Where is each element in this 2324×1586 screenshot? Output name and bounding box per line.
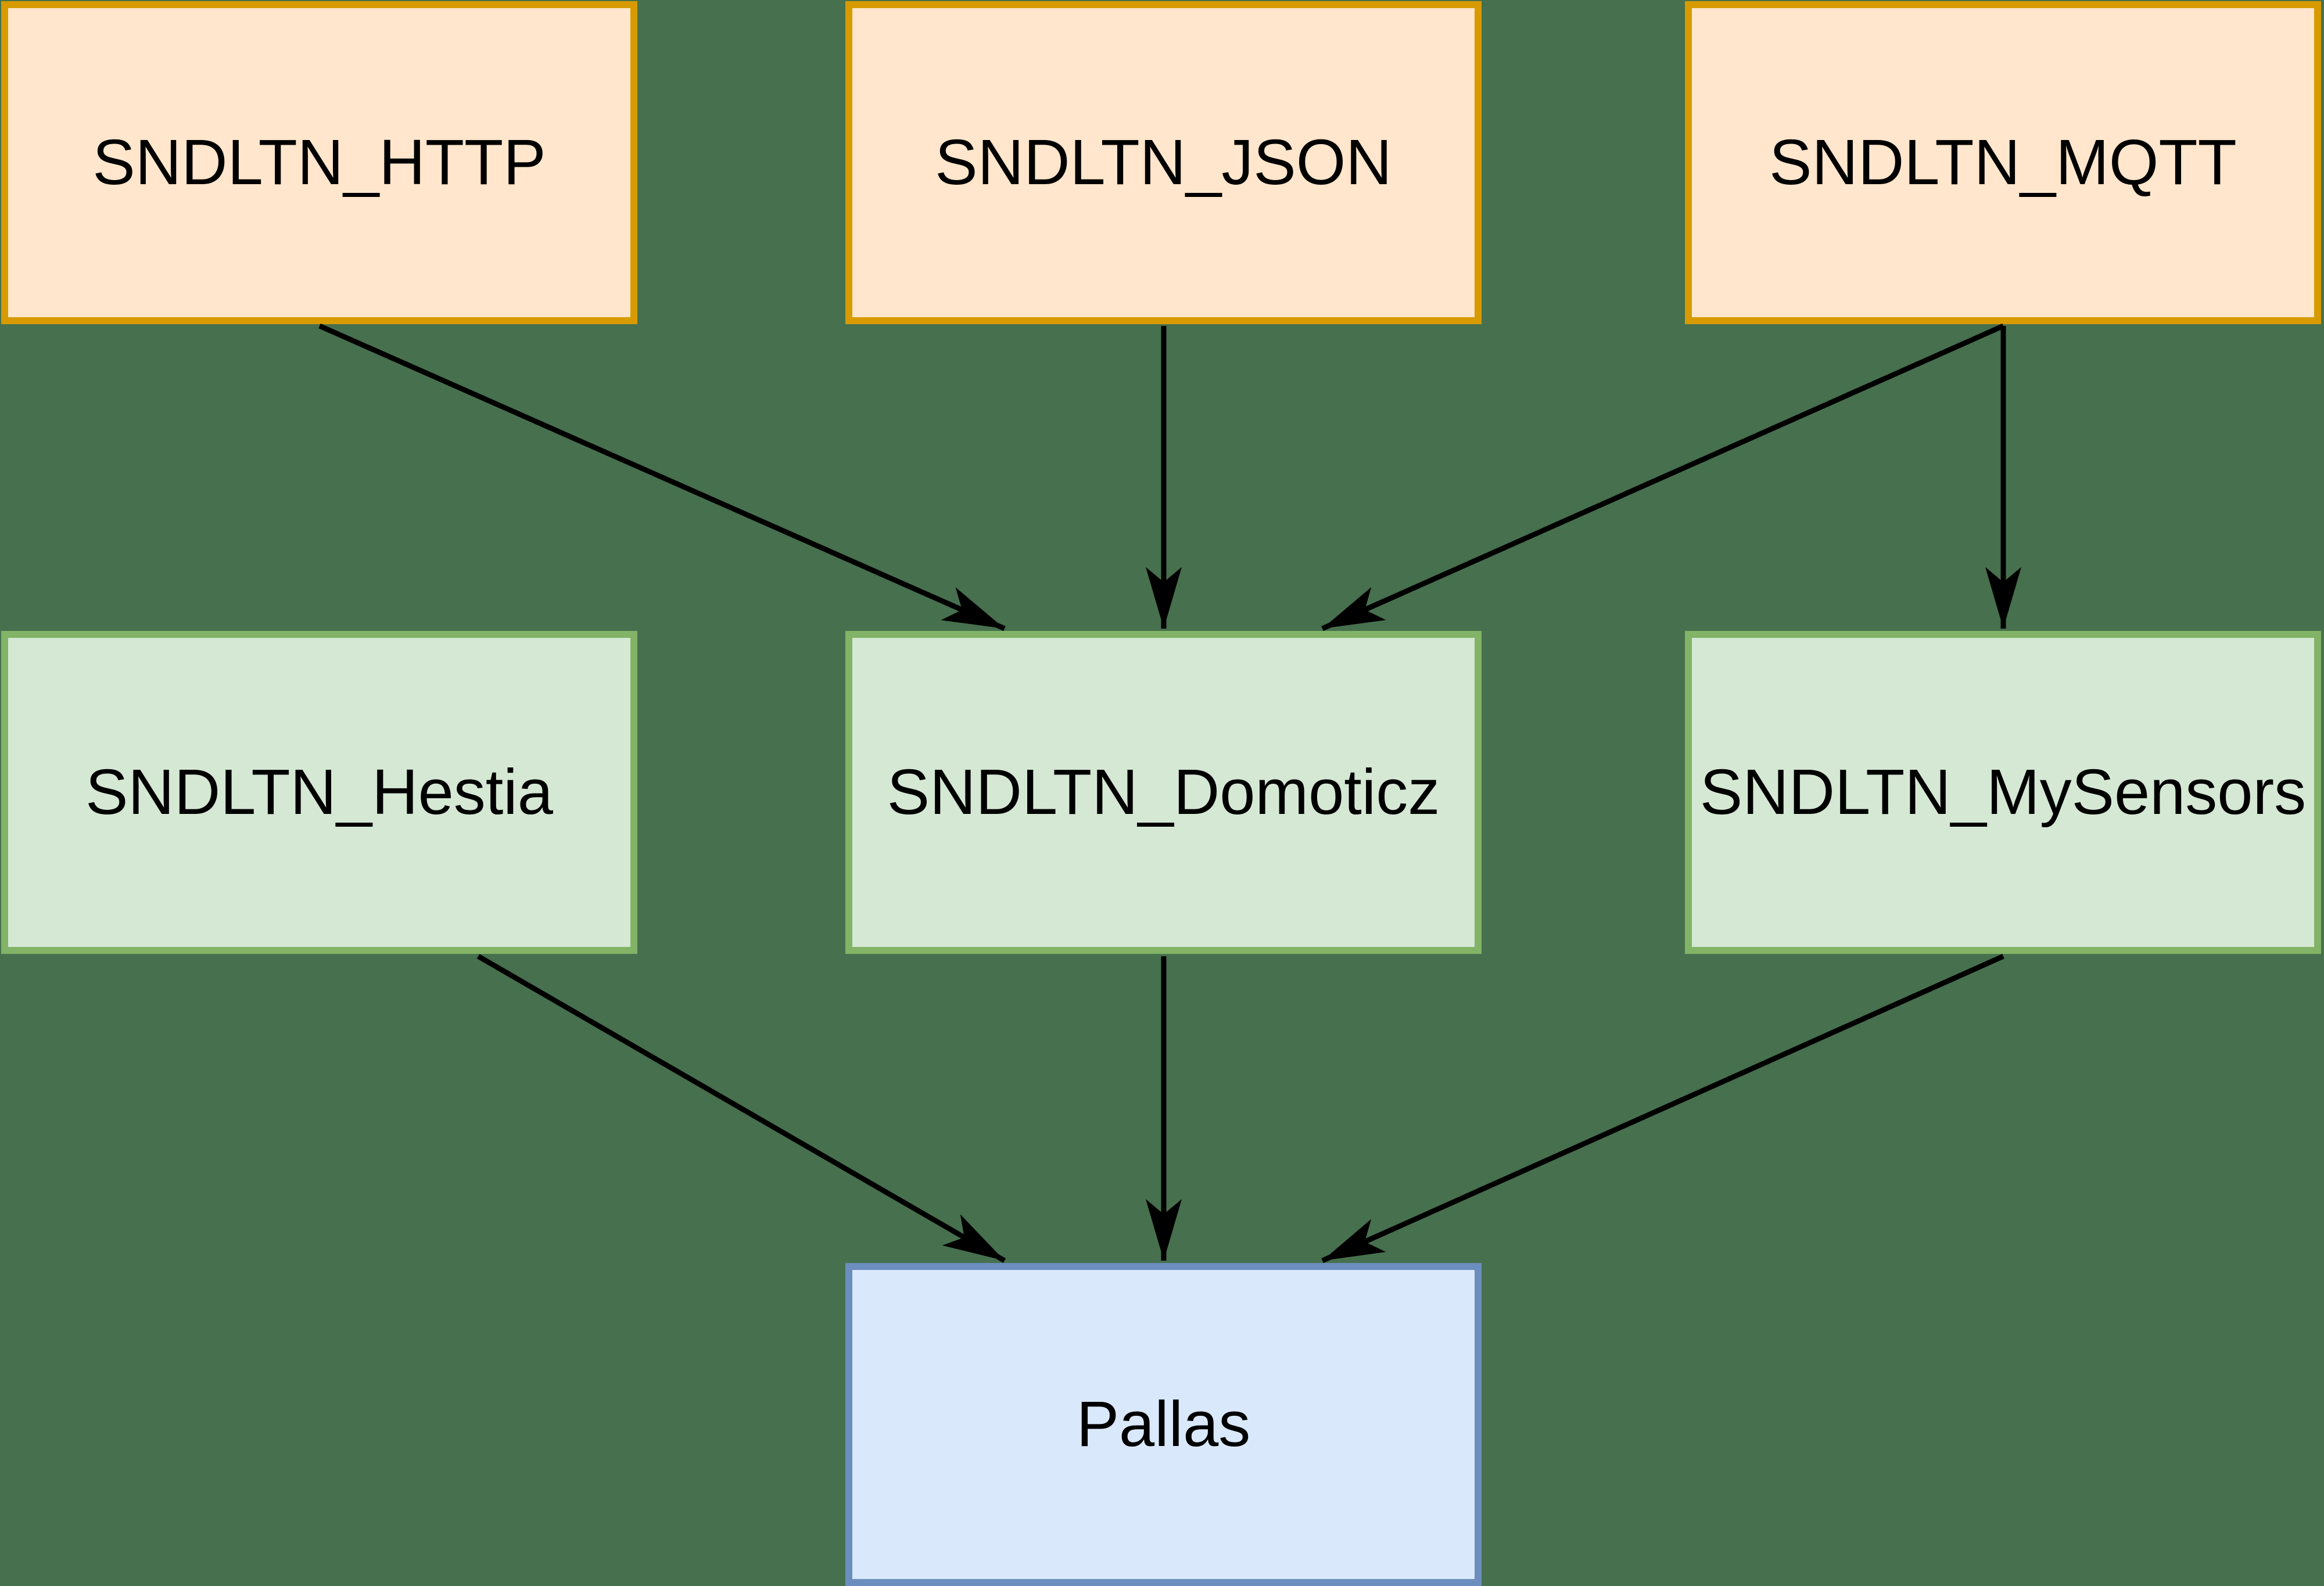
node-sndltn-hestia: SNDLTN_Hestia	[1, 631, 637, 954]
edge-sndltn-http-to-sndltn-domoticz	[318, 323, 1006, 631]
node-sndltn-mysensors: SNDLTN_MySensors	[1685, 631, 2321, 954]
node-sndltn-mqtt: SNDLTN_MQTT	[1685, 1, 2321, 324]
node-label-sndltn-mysensors: SNDLTN_MySensors	[1699, 756, 2307, 828]
node-sndltn-domoticz: SNDLTN_Domoticz	[845, 631, 1482, 954]
node-label-sndltn-mqtt: SNDLTN_MQTT	[1769, 127, 2237, 198]
edge-sndltn-mysensors-to-pallas	[1321, 953, 2004, 1264]
node-label-sndltn-domoticz: SNDLTN_Domoticz	[887, 756, 1440, 828]
edge-sndltn-mqtt-to-sndltn-domoticz	[1321, 323, 2004, 631]
edge-sndltn-hestia-to-pallas	[476, 954, 1006, 1263]
node-label-sndltn-json: SNDLTN_JSON	[935, 127, 1392, 198]
node-sndltn-http: SNDLTN_HTTP	[1, 1, 637, 324]
node-label-sndltn-hestia: SNDLTN_Hestia	[85, 756, 553, 828]
node-pallas: Pallas	[845, 1263, 1482, 1586]
node-label-sndltn-http: SNDLTN_HTTP	[92, 127, 546, 198]
node-label-pallas: Pallas	[1076, 1388, 1251, 1460]
node-sndltn-json: SNDLTN_JSON	[845, 1, 1482, 324]
